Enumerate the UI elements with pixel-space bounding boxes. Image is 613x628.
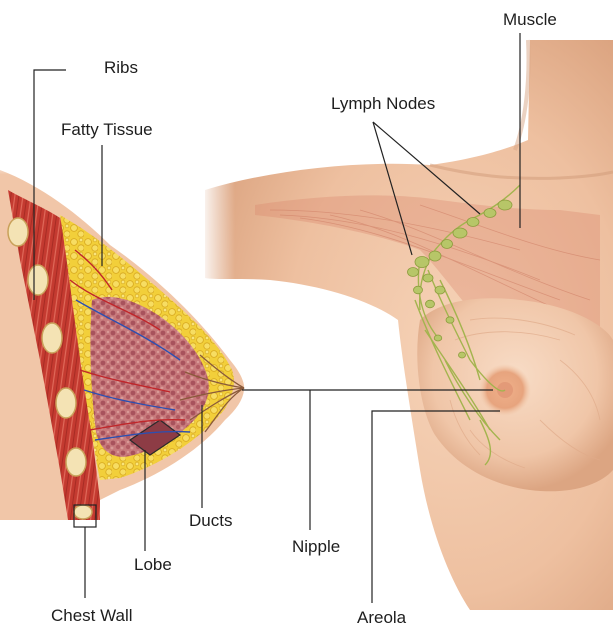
muscle-label: Muscle xyxy=(503,10,557,30)
chest-wall-label: Chest Wall xyxy=(51,606,133,626)
ribs-label: Ribs xyxy=(104,58,138,78)
lymph-nodes-label: Lymph Nodes xyxy=(331,94,435,114)
torso-illustration xyxy=(200,40,613,610)
lobe-label: Lobe xyxy=(134,555,172,575)
areola-label: Areola xyxy=(357,608,406,628)
ducts-label: Ducts xyxy=(189,511,232,531)
nipple-label: Nipple xyxy=(292,537,340,557)
fatty-tissue-label: Fatty Tissue xyxy=(61,120,153,140)
